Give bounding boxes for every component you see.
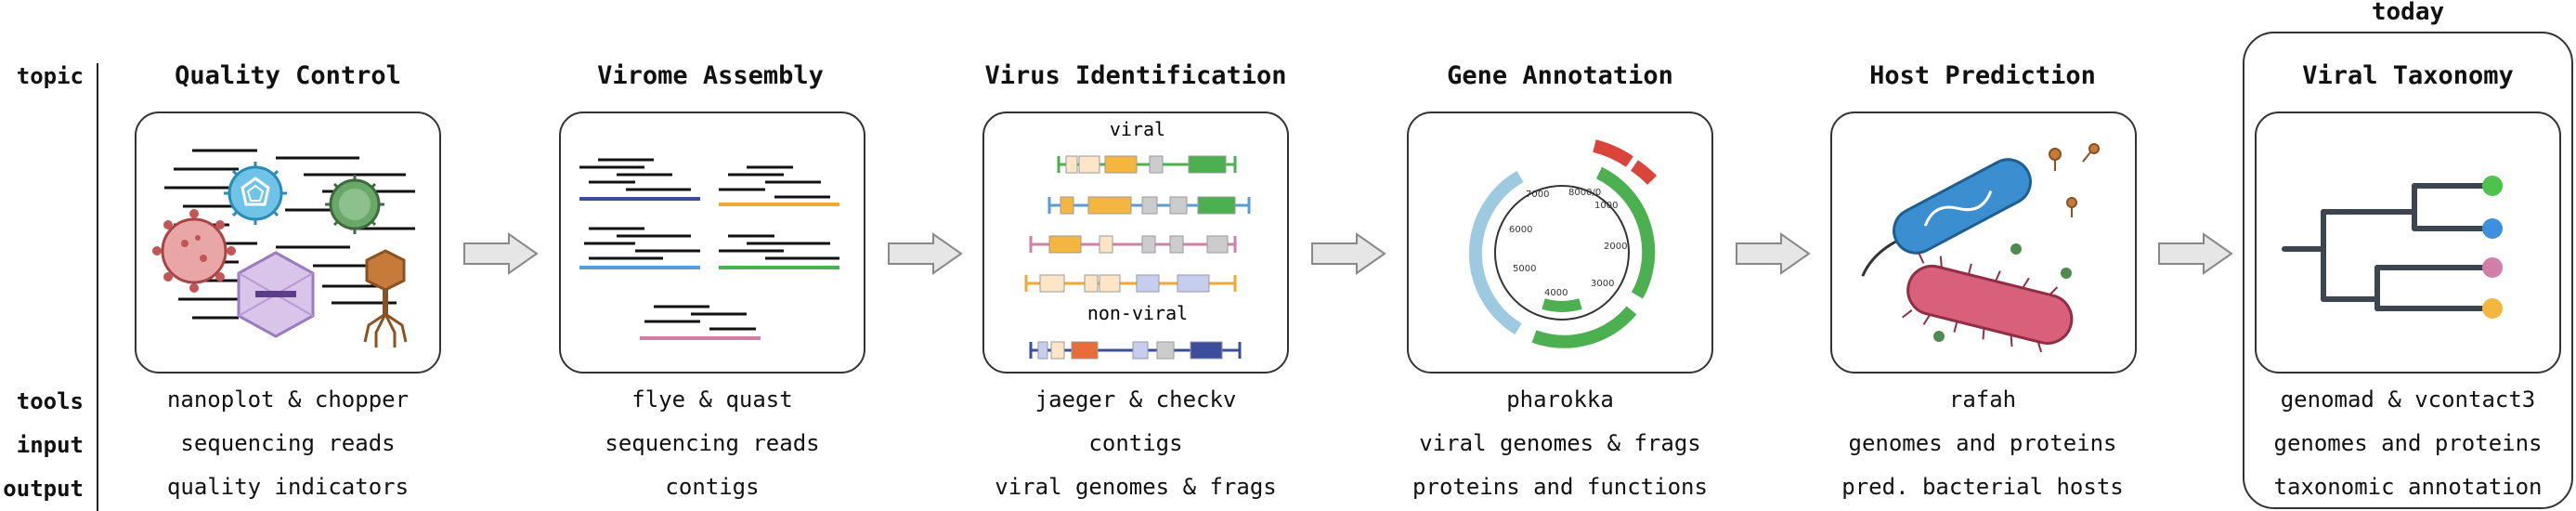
leaf-green (2482, 176, 2503, 196)
output-gene-annotation: proteins and functions (1412, 474, 1708, 500)
tick-label: 1000 (1594, 201, 1618, 211)
output-virus-identification: viral genomes & frags (995, 474, 1277, 500)
plasmid-tick-labels: 8000/0 1000 2000 3000 4000 5000 6000 700… (1509, 188, 1627, 298)
output-virome-assembly: contigs (665, 474, 760, 500)
arrow-icon (463, 232, 539, 275)
stage-title-viral-taxonomy: Viral Taxonomy (2302, 61, 2514, 90)
stage-title-gene-annotation: Gene Annotation (1447, 61, 1673, 90)
gene-arc-green-bottom (1531, 306, 1637, 348)
arrow-icon (1311, 232, 1386, 275)
input-virome-assembly: sequencing reads (605, 430, 820, 456)
today-label: today (2371, 0, 2445, 26)
stage-title-quality-control: Quality Control (175, 61, 401, 90)
stage-title-host-prediction: Host Prediction (1869, 61, 2096, 90)
viral-genome-map-2 (1047, 196, 1251, 215)
arrow-icon (1736, 232, 1811, 275)
stage-title-virome-assembly: Virome Assembly (597, 61, 824, 90)
purple-icosahedral-virus-icon (237, 251, 315, 338)
tools-host-prediction: rafah (1948, 387, 2017, 413)
blue-bacterium-icon (1861, 158, 2032, 277)
tools-virus-identification: jaeger & checkv (1034, 387, 1237, 413)
panel-host-prediction (1830, 111, 2137, 373)
input-viral-taxonomy: genomes and proteins (2273, 430, 2543, 456)
green-virus-icon (325, 175, 384, 234)
gene-arc-red-1 (1593, 139, 1633, 167)
viral-genome-map-1 (1057, 155, 1237, 174)
input-quality-control: sequencing reads (180, 430, 396, 456)
output-viral-taxonomy: taxonomic annotation (2273, 474, 2543, 500)
tick-label: 2000 (1604, 242, 1627, 252)
tools-viral-taxonomy: genomad & vcontact3 (2280, 387, 2536, 413)
brown-phage-icon (363, 249, 408, 347)
gene-arc-green-inner (1542, 298, 1582, 312)
gene-arc-lightblue (1468, 170, 1524, 334)
genome-backbone-circle (1494, 185, 1630, 321)
input-virus-identification: contigs (1088, 430, 1183, 456)
today-highlight-box (2243, 32, 2573, 509)
arrow-icon (2158, 232, 2233, 275)
tick-label: 6000 (1509, 225, 1532, 235)
reads-with-viruses-illustration (152, 149, 415, 347)
viral-label: viral (1110, 118, 1165, 140)
gene-arc-green-right (1595, 166, 1656, 299)
small-green-virus-icon (1933, 243, 2072, 342)
panel-virus-identification: viral non-viral (982, 111, 1289, 373)
assembly-reads-illustration (579, 158, 839, 340)
stage-title-virus-identification: Virus Identification (984, 61, 1287, 90)
tick-label: 5000 (1513, 264, 1536, 274)
tools-quality-control: nanoplot & chopper (166, 387, 410, 413)
blue-virus-icon (224, 162, 287, 225)
row-label-output: output (3, 476, 84, 502)
gene-arc-red-2 (1630, 160, 1658, 185)
panel-viral-taxonomy (2255, 111, 2561, 373)
circular-genome-map: 8000/0 1000 2000 3000 4000 5000 6000 700… (1468, 139, 1658, 348)
tools-gene-annotation: pharokka (1506, 387, 1614, 413)
row-label-tools: tools (16, 388, 84, 414)
row-label-topic: topic (16, 63, 84, 89)
leaf-pink (2482, 257, 2503, 278)
panel-virome-assembly (559, 111, 865, 373)
viral-genome-map-3 (1029, 235, 1237, 254)
panel-quality-control (135, 111, 441, 373)
phylogenetic-tree-illustration (2282, 176, 2503, 319)
non-viral-label: non-viral (1087, 302, 1188, 324)
output-quality-control: quality indicators (166, 474, 410, 500)
tick-label: 8000/0 (1568, 188, 1601, 198)
panel-gene-annotation: 8000/0 1000 2000 3000 4000 5000 6000 700… (1407, 111, 1713, 373)
leaf-blue (2482, 218, 2503, 239)
non-viral-genome-map (1029, 341, 1242, 360)
arrow-icon (888, 232, 963, 275)
input-gene-annotation: viral genomes & frags (1419, 430, 1701, 456)
output-host-prediction: pred. bacterial hosts (1841, 474, 2124, 500)
leaf-yellow (2482, 298, 2503, 319)
input-host-prediction: genomes and proteins (1848, 430, 2117, 456)
red-bacterium-icon (1902, 252, 2074, 353)
red-coronavirus-icon (152, 209, 236, 293)
row-label-input: input (16, 432, 84, 458)
tick-label: 7000 (1526, 190, 1549, 200)
phage-icon (2049, 143, 2100, 217)
viral-genome-map-4 (1024, 274, 1237, 293)
row-label-divider (97, 63, 98, 511)
tools-virome-assembly: flye & quast (631, 387, 793, 413)
gene-maps-illustration: viral non-viral (1024, 118, 1251, 360)
tick-label: 3000 (1591, 279, 1614, 289)
tick-label: 4000 (1544, 288, 1568, 298)
bacteria-host-illustration (1861, 143, 2100, 353)
